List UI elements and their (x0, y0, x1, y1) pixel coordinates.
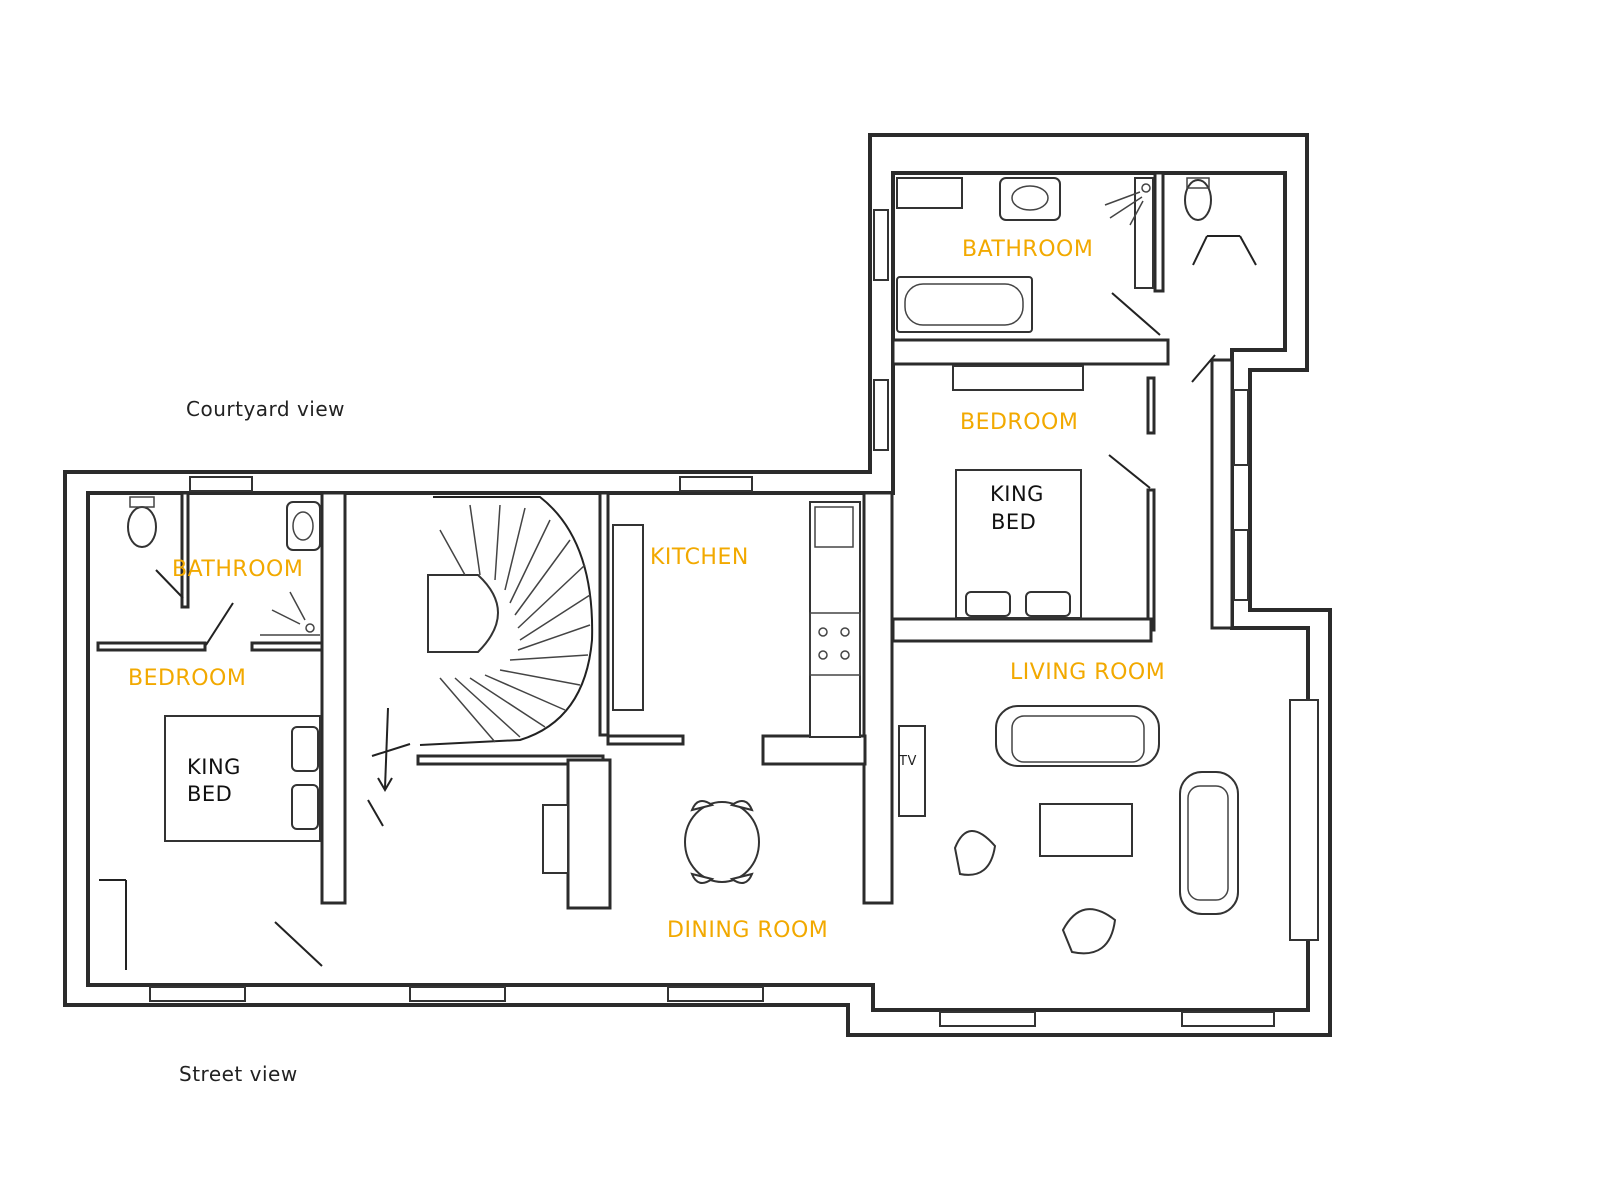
room-label-bedroom-upper: BEDROOM (960, 410, 1079, 435)
living-room-fixtures (898, 705, 1239, 955)
sideboard (542, 804, 569, 874)
armchair-bottom (1061, 908, 1117, 955)
toilet-left (127, 506, 157, 548)
tv-label: TV (899, 754, 917, 769)
bed-label-left-line2: BED (187, 782, 233, 806)
shower-wall (1134, 177, 1154, 289)
upper-bathroom-fixtures (896, 177, 1257, 383)
bed-label-left-line1: KING (187, 755, 241, 779)
tv-stand (898, 725, 926, 817)
staircase (367, 496, 594, 827)
armchair-left (953, 830, 997, 876)
counter-left (612, 524, 644, 711)
bathtub (896, 276, 1033, 333)
sofa-right (1179, 771, 1239, 915)
sink-upper (999, 177, 1061, 221)
counter (896, 177, 963, 209)
left-bathroom-fixtures (127, 496, 321, 646)
coffee-table (1039, 803, 1133, 857)
toilet-upper (1184, 179, 1212, 221)
sink-left (286, 501, 321, 551)
windows (149, 209, 1319, 1027)
wardrobe (952, 365, 1084, 391)
dining-table (684, 801, 760, 883)
dining-fixtures (542, 800, 760, 884)
room-label-dining-room: DINING ROOM (667, 918, 829, 943)
counter-right (809, 501, 861, 738)
left-bedroom-fixtures (99, 715, 323, 970)
room-label-living-room: LIVING ROOM (1010, 660, 1166, 685)
room-label-bathroom-upper: BATHROOM (962, 237, 1094, 262)
room-label-bathroom-left: BATHROOM (172, 557, 304, 582)
street-view-label: Street view (179, 1062, 298, 1086)
upper-bedroom-fixtures (952, 365, 1151, 619)
interior-walls (96, 171, 1234, 910)
sofa-top (995, 705, 1160, 767)
courtyard-view-label: Courtyard view (186, 397, 346, 421)
bed-label-upper-line2: BED (991, 510, 1037, 534)
bed-label-upper-line1: KING (990, 482, 1044, 506)
room-label-kitchen: KITCHEN (650, 545, 749, 570)
room-label-bedroom-left: BEDROOM (128, 666, 247, 691)
kitchen-fixtures (612, 501, 861, 738)
